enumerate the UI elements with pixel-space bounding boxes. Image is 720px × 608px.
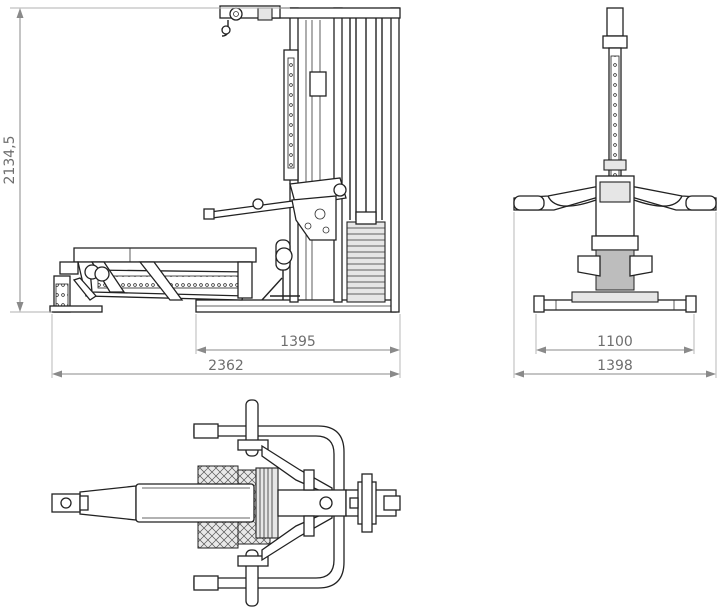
front-dimensions: 1100 1398 bbox=[513, 212, 717, 378]
side-view bbox=[49, 5, 401, 313]
front-base-width-label: 1100 bbox=[597, 334, 633, 350]
side-frame-length-label: 1395 bbox=[280, 334, 316, 350]
side-dimensions: 2134,5 1395 2362 bbox=[2, 7, 401, 378]
side-height-label: 2134,5 bbox=[2, 136, 18, 185]
front-view bbox=[513, 7, 717, 313]
weight-plates bbox=[347, 227, 385, 295]
side-total-length-label: 2362 bbox=[208, 358, 244, 374]
front-total-width-label: 1398 bbox=[597, 358, 633, 374]
top-view bbox=[51, 399, 401, 607]
